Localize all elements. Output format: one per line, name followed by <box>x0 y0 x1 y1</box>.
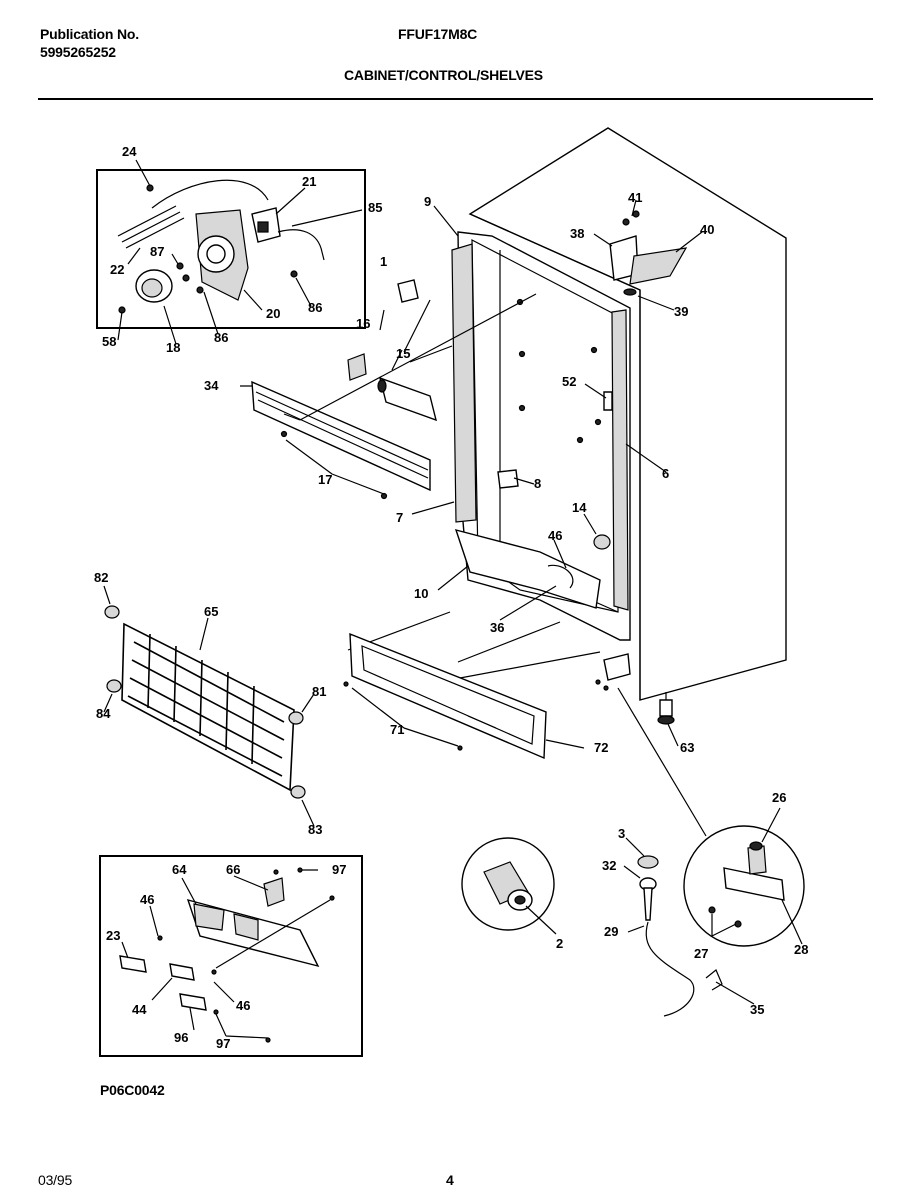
callout-71: 71 <box>390 722 404 737</box>
callout-85: 85 <box>368 200 382 215</box>
page-number: 4 <box>446 1172 454 1188</box>
callout-1: 1 <box>380 254 387 269</box>
drain-tube-assembly <box>623 837 755 1017</box>
callout-7: 7 <box>396 510 403 525</box>
publication-number: 5995265252 <box>40 44 116 60</box>
callout-2: 2 <box>556 936 563 951</box>
callout-29: 29 <box>604 924 618 939</box>
callout-36: 36 <box>490 620 504 635</box>
loose-parts-left <box>240 279 537 500</box>
callout-3: 3 <box>618 826 625 841</box>
callout-40: 40 <box>700 222 714 237</box>
callout-44: 44 <box>132 1002 147 1017</box>
control-assembly-inset <box>96 159 366 345</box>
callout-17: 17 <box>318 472 332 487</box>
callout-34: 34 <box>204 378 219 393</box>
callout-82: 82 <box>94 570 108 585</box>
callout-66: 66 <box>226 862 240 877</box>
publication-label: Publication No. <box>40 26 139 42</box>
callout-labels: 24 21 85 87 22 20 86 58 18 86 9 41 38 40… <box>94 144 808 1051</box>
callout-26: 26 <box>772 790 786 805</box>
callout-81: 81 <box>312 684 326 699</box>
figure-code: P06C0042 <box>100 1082 165 1098</box>
callout-64: 64 <box>172 862 187 877</box>
water-valve-detail <box>461 837 557 935</box>
callout-21: 21 <box>302 174 316 189</box>
callout-32: 32 <box>602 858 616 873</box>
callout-15: 15 <box>396 346 410 361</box>
callout-24: 24 <box>122 144 137 159</box>
callout-46-panel-left: 46 <box>140 892 154 907</box>
callout-35: 35 <box>750 1002 764 1017</box>
callout-86-upper: 86 <box>308 300 322 315</box>
callout-28: 28 <box>794 942 808 957</box>
callout-16: 16 <box>356 316 370 331</box>
grille-65 <box>103 585 315 827</box>
callout-22: 22 <box>110 262 124 277</box>
callout-9: 9 <box>424 194 431 209</box>
callout-58: 58 <box>102 334 116 349</box>
callout-72: 72 <box>594 740 608 755</box>
callout-96: 96 <box>174 1030 188 1045</box>
callout-14: 14 <box>572 500 587 515</box>
callout-41: 41 <box>628 190 642 205</box>
callout-46-cabinet: 46 <box>548 528 562 543</box>
header-divider <box>38 98 873 100</box>
callout-97-lower: 97 <box>216 1036 230 1051</box>
callout-65: 65 <box>204 604 218 619</box>
callout-18: 18 <box>166 340 180 355</box>
callout-46-panel-right: 46 <box>236 998 250 1013</box>
cabinet-body <box>347 127 787 747</box>
callout-83: 83 <box>308 822 322 837</box>
callout-23: 23 <box>106 928 120 943</box>
callout-20: 20 <box>266 306 280 321</box>
callout-87: 87 <box>150 244 164 259</box>
callout-52: 52 <box>562 374 576 389</box>
callout-27: 27 <box>694 946 708 961</box>
callout-6: 6 <box>662 466 669 481</box>
kick-plate-72 <box>343 632 585 760</box>
section-title: CABINET/CONTROL/SHELVES <box>344 67 543 83</box>
callout-97-upper: 97 <box>332 862 346 877</box>
callout-86-lower: 86 <box>214 330 228 345</box>
callout-38: 38 <box>570 226 584 241</box>
control-panel-inset <box>99 855 363 1057</box>
footer-date: 03/95 <box>38 1172 73 1188</box>
callout-8: 8 <box>534 476 541 491</box>
callout-63: 63 <box>680 740 694 755</box>
callout-10: 10 <box>414 586 428 601</box>
callout-39: 39 <box>674 304 688 319</box>
model-number: FFUF17M8C <box>398 26 478 42</box>
hinge-detail <box>617 687 805 947</box>
callout-84: 84 <box>96 706 111 721</box>
